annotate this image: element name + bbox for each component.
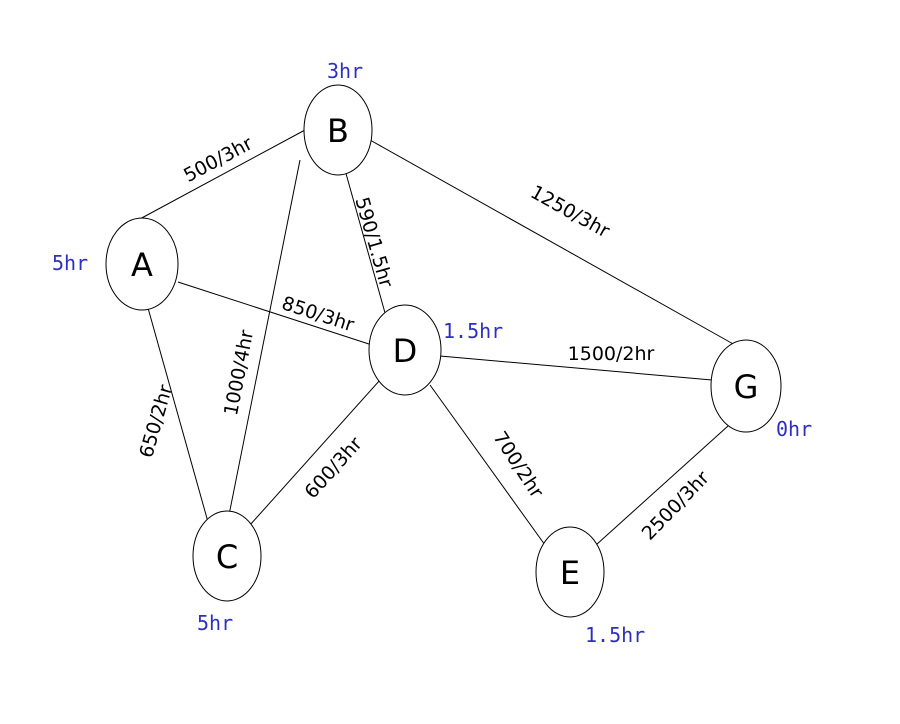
edge-label-c-d: 600/3hr xyxy=(300,433,366,503)
node-d-label: D xyxy=(393,332,418,370)
edge-label-a-b: 500/3hr xyxy=(180,132,256,187)
node-c-label: C xyxy=(216,538,238,576)
node-g: G xyxy=(710,339,782,433)
heuristic-c: 5hr xyxy=(197,611,233,635)
edge-a-c xyxy=(147,307,209,523)
edge-c-d xyxy=(249,379,381,526)
node-a-label: A xyxy=(131,246,153,284)
edge-d-e xyxy=(429,384,546,546)
node-g-label: G xyxy=(734,368,759,406)
heuristic-g: 0hr xyxy=(776,417,812,441)
edge-d-g xyxy=(439,355,713,381)
node-a: A xyxy=(105,217,179,311)
heuristic-e: 1.5hr xyxy=(585,623,645,647)
edge-label-b-d: 590/1.5hr xyxy=(350,195,397,290)
node-e: E xyxy=(535,526,605,618)
edge-b-g xyxy=(369,139,736,346)
node-c: C xyxy=(192,510,262,602)
node-d: D xyxy=(368,304,442,396)
edge-label-b-c: 1000/4hr xyxy=(220,328,258,417)
edge-label-d-e: 700/2hr xyxy=(488,427,547,502)
edge-b-d xyxy=(344,169,388,321)
edge-e-g xyxy=(595,425,729,546)
edge-label-a-c: 650/2hr xyxy=(135,382,177,460)
edge-a-d xyxy=(177,281,373,346)
edge-label-e-g: 2500/3hr xyxy=(638,467,714,545)
node-b: B xyxy=(303,84,373,176)
heuristic-d: 1.5hr xyxy=(443,319,503,343)
node-b-label: B xyxy=(327,112,349,150)
edge-a-b xyxy=(137,129,306,221)
heuristic-b: 3hr xyxy=(327,59,363,83)
edge-label-b-g: 1250/3hr xyxy=(527,181,614,242)
node-e-label: E xyxy=(560,554,580,592)
edge-label-a-d: 850/3hr xyxy=(279,292,357,336)
edge-b-c xyxy=(227,159,301,521)
edge-label-d-g: 1500/2hr xyxy=(568,343,655,365)
heuristic-a: 5hr xyxy=(52,251,88,275)
